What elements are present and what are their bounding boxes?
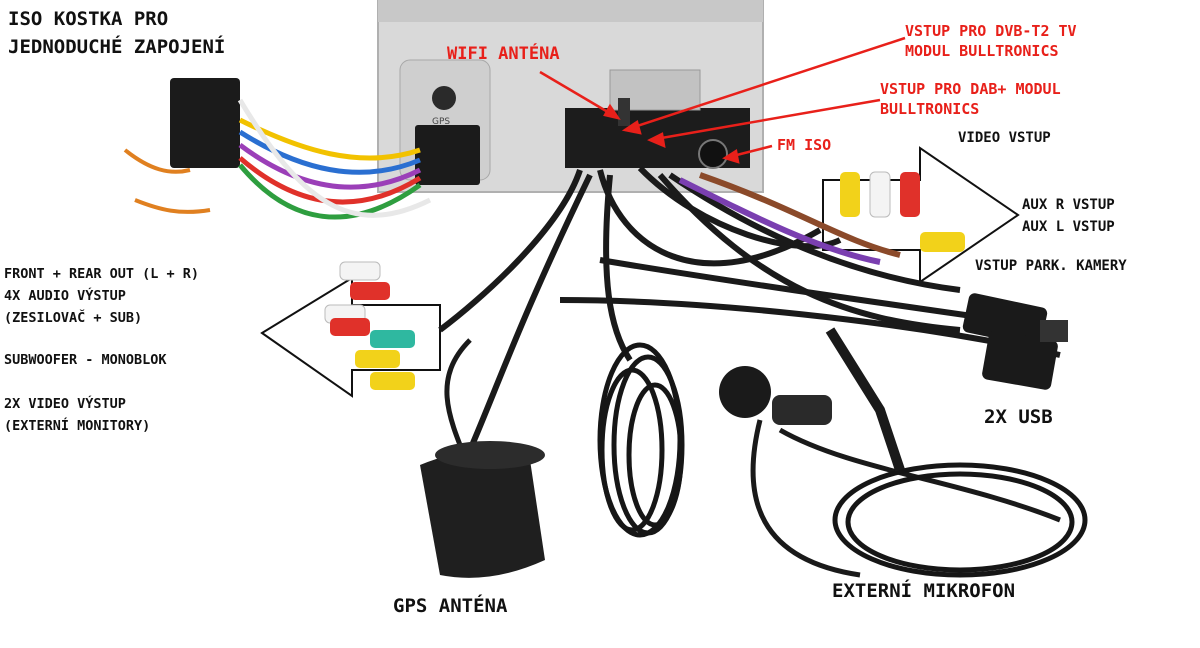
subwoofer-label: SUBWOOFER - MONOBLOK <box>4 352 167 368</box>
audio-out-label-line2: 4X AUDIO VÝSTUP <box>4 288 126 304</box>
wifi-antenna-label: WIFI ANTÉNA <box>447 44 560 64</box>
audio-out-label-line1: FRONT + REAR OUT (L + R) <box>4 266 200 282</box>
cable-bundle <box>438 165 1061 452</box>
external-microphone-label: EXTERNÍ MIKROFON <box>832 580 1016 602</box>
dab-input-label-line1: VSTUP PRO DAB+ MODUL <box>880 80 1061 98</box>
video-out-label-line1: 2X VIDEO VÝSTUP <box>4 396 126 412</box>
aux-l-input-label: AUX L VSTUP <box>1022 219 1115 235</box>
iso-label-line1: ISO KOSTKA PRO <box>8 8 169 30</box>
usb-connectors <box>962 293 1068 390</box>
usb-label: 2X USB <box>984 406 1053 428</box>
iso-label-line2: JEDNODUCHÉ ZAPOJENÍ <box>8 36 226 58</box>
dvb-input-label-line1: VSTUP PRO DVB-T2 TV <box>905 22 1077 40</box>
dab-input-label-line2: BULLTRONICS <box>880 100 980 118</box>
gps-antenna-puck <box>420 338 545 578</box>
iso-harness <box>123 78 480 220</box>
parking-camera-label: VSTUP PARK. KAMERY <box>975 258 1127 274</box>
video-out-label-line2: (EXTERNÍ MONITORY) <box>4 418 151 434</box>
coiled-cable <box>597 342 685 538</box>
pointer-lines <box>539 36 906 164</box>
fm-iso-label: FM ISO <box>777 136 832 154</box>
video-input-label: VIDEO VSTUP <box>958 130 1051 146</box>
gps-port-label: GPS <box>432 117 450 127</box>
gps-antenna-label: GPS ANTÉNA <box>393 595 508 617</box>
input-rca-connectors <box>840 171 965 252</box>
fm-iso-jack <box>698 139 728 169</box>
dvb-input-label-line2: MODUL BULLTRONICS <box>905 42 1059 60</box>
external-microphone <box>719 327 1088 578</box>
gps-port: GPS <box>432 86 456 127</box>
wifi-antenna-jack <box>618 98 630 126</box>
audio-out-label-line3: (ZESILOVAČ + SUB) <box>4 310 143 326</box>
output-rca-connectors <box>324 261 415 390</box>
aux-r-input-label: AUX R VSTUP <box>1022 197 1115 213</box>
